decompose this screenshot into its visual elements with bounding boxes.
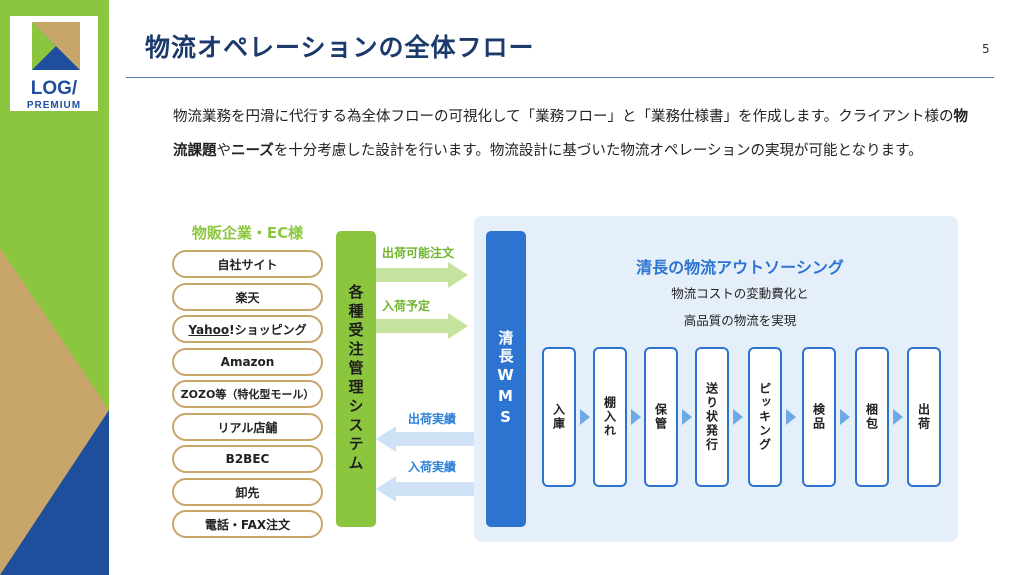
process-step-label: 検品: [811, 403, 826, 431]
left-arrow-icon: [376, 426, 476, 452]
process-step-label: 棚入れ: [602, 396, 617, 438]
process-step: 入庫: [542, 347, 576, 487]
process-step: 棚入れ: [593, 347, 627, 487]
process-step: 出荷: [907, 347, 941, 487]
wms-label: 清長WMS: [496, 329, 515, 429]
page-number: 5: [982, 42, 990, 56]
client-item: ZOZO等（特化型モール）: [172, 380, 323, 408]
process-step: 梱包: [855, 347, 889, 487]
flow-arrow-icon: [631, 409, 641, 425]
client-item: 自社サイト: [172, 250, 323, 278]
intro-bold-2: ニーズ: [231, 143, 274, 159]
client-item: 卸先: [172, 478, 323, 506]
arrow-label-shippable-orders: 出荷可能注文: [382, 246, 455, 260]
client-item: 電話・FAX注文: [172, 510, 323, 538]
left-arrow-icon: [376, 476, 476, 502]
clients-title: 物販企業・EC様: [191, 224, 304, 242]
intro-text-1: 物流業務を円滑に代行する為全体フローの可視化して「業務フロー」と「業務仕様書」を…: [173, 109, 954, 125]
logo: LOG/ PREMIUM: [10, 16, 98, 111]
client-item: リアル店舗: [172, 413, 323, 441]
page-title: 物流オペレーションの全体フロー: [145, 33, 535, 62]
arrow-label-expected-arrivals: 入荷予定: [382, 299, 431, 313]
panel-subtitle-line2: 高品質の物流を実現: [683, 313, 797, 328]
flow-arrow-icon: [682, 409, 692, 425]
intro-bold-1: 物流課題: [173, 109, 969, 159]
process-step-label: 梱包: [864, 403, 879, 431]
flow-arrow-icon: [580, 409, 590, 425]
right-arrow-icon: [376, 262, 468, 288]
order-management-system: 各種受注管理システム: [336, 231, 376, 527]
intro-paragraph: 物流業務を円滑に代行する為全体フローの可視化して「業務フロー」と「業務仕様書」を…: [173, 100, 973, 168]
intro-text-2: や: [216, 143, 232, 159]
right-arrow-icon: [376, 313, 468, 339]
flow-arrow-icon: [893, 409, 903, 425]
intro-text-3: を十分考慮した設計を行います。物流設計に基づいた物流オペレーションの実現が可能と…: [273, 143, 923, 159]
panel-subtitle-line1: 物流コストの変動費化と: [671, 286, 809, 301]
process-step: 送り状発行: [695, 347, 729, 487]
arrow-label-shipping-results: 出荷実績: [408, 412, 457, 426]
order-system-label: 各種受注管理システム: [346, 284, 365, 474]
process-step-label: 出荷: [916, 403, 931, 431]
client-item: B2BEC: [172, 445, 323, 473]
arrow-label-arrival-results: 入荷実績: [408, 460, 457, 474]
client-item: Yahoo!ショッピング: [172, 315, 323, 343]
process-step-label: ピッキング: [757, 382, 772, 452]
flow-arrow-icon: [733, 409, 743, 425]
wms-system: 清長WMS: [486, 231, 526, 527]
process-step-label: 保管: [653, 403, 668, 431]
logo-mark-icon: LOG/ PREMIUM: [27, 22, 81, 111]
client-item: 楽天: [172, 283, 323, 311]
flow-arrow-icon: [786, 409, 796, 425]
process-step-label: 入庫: [551, 403, 566, 431]
process-step: ピッキング: [748, 347, 782, 487]
process-step: 検品: [802, 347, 836, 487]
header-divider: [126, 77, 994, 78]
flow-arrow-icon: [840, 409, 850, 425]
process-step: 保管: [644, 347, 678, 487]
panel-title: 清長の物流アウトソーシング: [636, 258, 844, 277]
decorative-sidebar: LOG/ PREMIUM: [0, 0, 109, 575]
logo-text-top: LOG/: [31, 78, 78, 99]
process-step-label: 送り状発行: [704, 382, 719, 452]
logo-text-bottom: PREMIUM: [27, 100, 81, 111]
client-item-label: Yahoo!ショッピング: [188, 322, 307, 337]
client-item: Amazon: [172, 348, 323, 376]
